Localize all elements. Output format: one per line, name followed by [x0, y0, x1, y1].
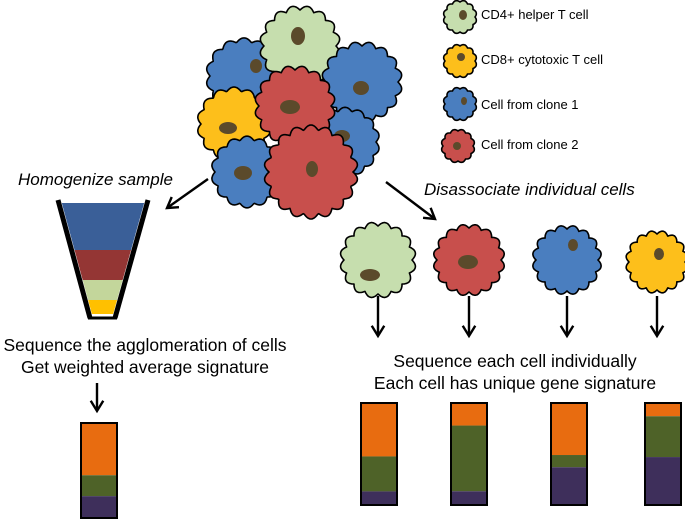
individual-cell-1-nucleus	[360, 269, 380, 281]
cluster-cell-blue-1-nucleus	[250, 59, 262, 73]
arrow-to-homogenize-shaft	[166, 178, 209, 209]
cluster-cell-blue-4	[211, 135, 283, 209]
left-caption-line2: Get weighted average signature	[20, 357, 270, 377]
arrow-to-cell-signature-1	[370, 296, 386, 339]
homogenize-funnel	[55, 199, 151, 320]
cell-signature-bar-2-segment-orange	[451, 403, 487, 426]
cell-signature-bar-4	[644, 402, 682, 506]
cell-signature-bar-1-segment-purple	[361, 491, 397, 505]
cell-signature-bar-2-segment-green	[451, 425, 487, 492]
cluster-cell-cd4-nucleus	[291, 27, 305, 45]
cell-signature-bar-3-frame	[550, 402, 588, 506]
cell-signature-bar-1-frame	[360, 402, 398, 506]
arrow-to-homogenize	[165, 178, 209, 210]
right-caption-line1: Sequence each cell individually	[393, 351, 637, 371]
arrow-to-average-signature-head	[89, 400, 105, 414]
disassociate-label: Disassociate individual cells	[424, 180, 635, 199]
individual-cell-1-body	[339, 221, 417, 299]
legend-label-clone2: Cell from clone 2	[481, 137, 579, 152]
cell-signature-bar-4-frame	[644, 402, 682, 506]
cell-signature-bar-4-segment-purple	[645, 457, 681, 505]
cell-signature-bar-3	[550, 402, 588, 506]
average-signature-bar-segment-purple	[81, 496, 117, 518]
legend-icon-clone2	[440, 128, 476, 164]
funnel-band-green	[82, 280, 123, 300]
cluster-cell-red-1-nucleus	[280, 100, 300, 114]
cell-signature-bar-2-segment-purple	[451, 491, 487, 505]
cell-signature-bar-2-frame	[450, 402, 488, 506]
cluster-cell-cd8-nucleus	[219, 122, 237, 134]
legend-label-cd4: CD4+ helper T cell	[481, 7, 589, 22]
legend-icon-clone1-body	[442, 86, 478, 122]
individual-cell-3-body	[532, 225, 602, 295]
individual-cell-4-body	[625, 230, 685, 294]
average-signature-bar-frame	[80, 422, 118, 519]
legend-icon-cd8-nucleus	[457, 53, 465, 61]
left-caption: Sequence the agglomeration of cells Get …	[0, 334, 290, 378]
left-caption-line1: Sequence the agglomeration of cells	[3, 335, 287, 355]
cell-signature-bar-4-segment-orange	[645, 403, 681, 417]
legend-icon-clone1-nucleus	[461, 97, 467, 105]
arrow-to-cell-signature-3	[559, 296, 575, 339]
cell-signature-bar-3-segment-green	[551, 455, 587, 468]
right-caption: Sequence each cell individually Each cel…	[370, 350, 660, 394]
funnel-band-red	[74, 250, 132, 280]
legend-icon-cd4-nucleus	[459, 10, 467, 20]
arrow-to-cell-signature-2-head	[461, 325, 477, 339]
homogenize-label: Homogenize sample	[18, 170, 173, 189]
cell-signature-bar-1-segment-green	[361, 456, 397, 492]
individual-cell-3-nucleus	[568, 239, 578, 251]
arrow-to-cell-signature-4-head	[649, 325, 665, 339]
cluster-cell-blue-2-nucleus	[353, 81, 369, 95]
cell-signature-bar-4-segment-green	[645, 416, 681, 458]
funnel-wall-right	[112, 199, 151, 319]
individual-cell-4-nucleus	[654, 248, 664, 260]
cell-signature-bar-3-segment-orange	[551, 403, 587, 456]
cell-signature-bar-1	[360, 402, 398, 506]
arrow-to-cell-signature-4	[649, 296, 665, 339]
average-signature-bar-segment-orange	[81, 423, 117, 476]
legend-icon-clone1	[442, 86, 478, 122]
legend-label-cd8: CD8+ cytotoxic T cell	[481, 52, 603, 67]
arrow-to-disassociate	[385, 181, 437, 221]
right-caption-line2: Each cell has unique gene signature	[373, 373, 657, 393]
funnel-band-blue	[61, 203, 145, 250]
legend-label-clone1: Cell from clone 1	[481, 97, 579, 112]
arrow-to-cell-signature-3-head	[559, 325, 575, 339]
cell-signature-bar-1-segment-orange	[361, 403, 397, 457]
average-signature-bar	[80, 422, 118, 519]
individual-cell-3	[532, 225, 602, 295]
funnel-band-yellow	[88, 300, 118, 314]
cluster-cell-blue-4-nucleus	[234, 166, 252, 180]
cluster-cell-red-2-nucleus	[306, 161, 318, 177]
arrow-to-homogenize-head	[165, 196, 180, 210]
cell-signature-bar-3-segment-purple	[551, 467, 587, 505]
legend-icon-cd8-body	[442, 43, 478, 79]
arrow-to-disassociate-head	[422, 207, 437, 221]
arrow-to-cell-signature-1-head	[370, 325, 386, 339]
individual-cell-1	[339, 221, 417, 299]
arrow-to-average-signature	[89, 383, 105, 414]
individual-cell-4	[625, 230, 685, 294]
cluster-cell-red-2	[263, 124, 359, 220]
cell-signature-bar-2	[450, 402, 488, 506]
individual-cell-2	[433, 224, 505, 296]
legend-icon-clone2-nucleus	[453, 142, 461, 150]
arrow-to-disassociate-shaft	[385, 181, 436, 220]
legend-icon-cd8	[442, 43, 478, 79]
average-signature-bar-segment-green	[81, 475, 117, 497]
arrow-to-cell-signature-2	[461, 296, 477, 339]
individual-cell-2-nucleus	[458, 255, 478, 269]
legend-icon-cd4	[442, 0, 478, 35]
funnel-wall-left	[55, 199, 93, 319]
